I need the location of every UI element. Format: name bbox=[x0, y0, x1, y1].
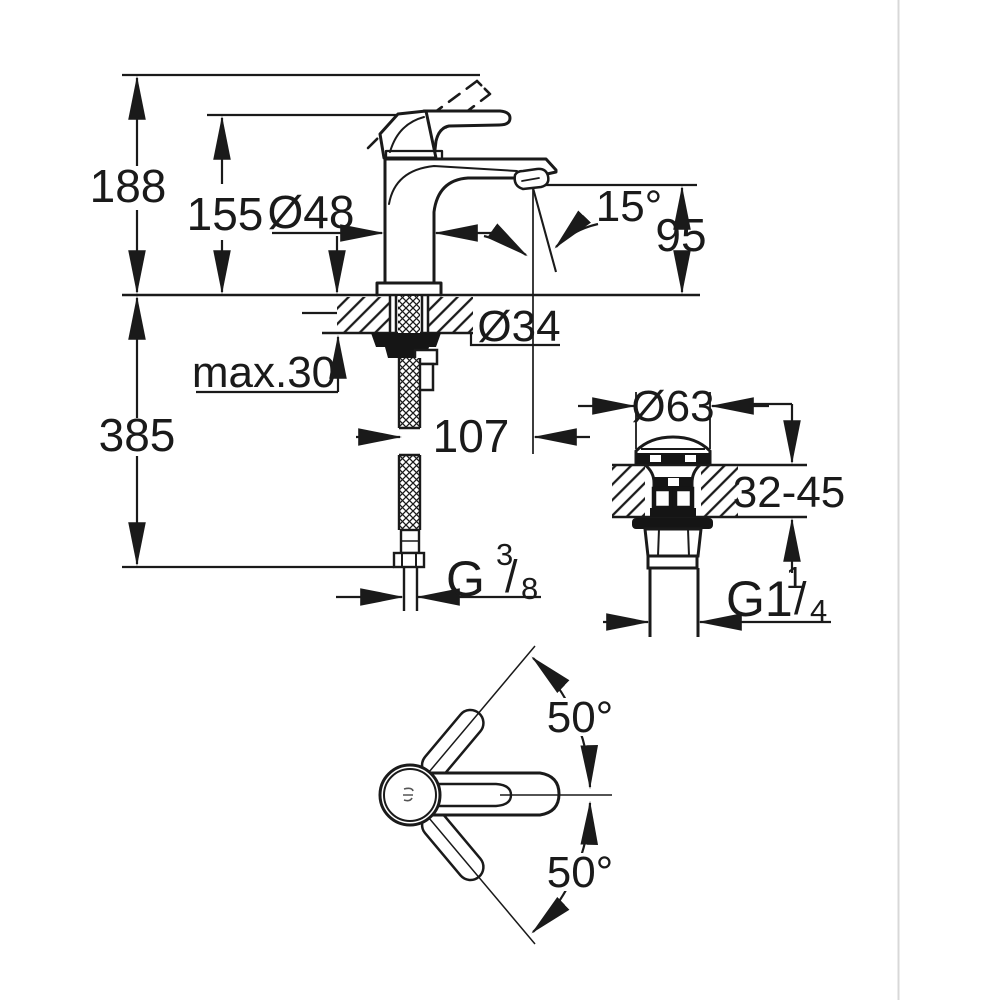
hose-pipe-end bbox=[402, 567, 419, 611]
waste-collar bbox=[646, 554, 699, 570]
counter-section-faucet bbox=[322, 295, 473, 392]
waste-thread-letter: G1 bbox=[726, 571, 793, 627]
waste-thread-slash: / bbox=[794, 573, 807, 624]
waste-extension-lines bbox=[635, 392, 711, 449]
supply-thread-label: G 3 / 8 bbox=[446, 537, 538, 607]
side-view-extension-lines bbox=[122, 73, 700, 569]
supply-thread-slash: / bbox=[505, 551, 518, 602]
supply-thread-numerator: 3 bbox=[496, 537, 513, 572]
mounting-nut bbox=[371, 333, 441, 347]
waste-washer bbox=[632, 518, 713, 529]
handle-pivot-inner bbox=[383, 768, 437, 822]
aerator-inner-line bbox=[521, 177, 540, 182]
dim-swing-upper-label: 50° bbox=[547, 693, 614, 742]
dim-shank-diameter-label: Ø34 bbox=[477, 302, 560, 351]
handle-top-view bbox=[378, 645, 614, 945]
dim-basin-range-label: 32-45 bbox=[733, 468, 846, 517]
dim-handle-height-label: 155 bbox=[187, 188, 264, 240]
hose-nut bbox=[392, 551, 426, 569]
swing-centerlines bbox=[428, 645, 536, 945]
spout-underside bbox=[432, 176, 521, 284]
dim-spout-height-label: 95 bbox=[655, 209, 706, 261]
dim-supply-length-label: 385 bbox=[99, 409, 176, 461]
handle-lever-top bbox=[422, 771, 561, 817]
dim-aerator-angle-label: 15° bbox=[596, 182, 663, 231]
supply-thread-letter: G bbox=[446, 551, 485, 607]
waste-thread-numerator: 1 bbox=[786, 560, 803, 595]
waste-hex-nut bbox=[643, 527, 703, 558]
supply-thread-denominator: 8 bbox=[521, 571, 538, 606]
waste-thread-denominator: 4 bbox=[810, 593, 827, 628]
counter-hatch-left bbox=[337, 297, 390, 332]
basin-hatch-right bbox=[701, 466, 738, 516]
handle-lever bbox=[422, 109, 512, 160]
dim-swing-lower-label: 50° bbox=[547, 848, 614, 897]
waste-window-right bbox=[672, 486, 695, 511]
dim-overall-height-label: 188 bbox=[90, 160, 167, 212]
waste-tailpipe bbox=[648, 568, 700, 637]
dim-waste-flange-label: Ø63 bbox=[631, 382, 714, 431]
waste-thread-label: G1 1 / 4 bbox=[726, 560, 827, 628]
brand-mark bbox=[403, 787, 414, 802]
aerator-angle-lines bbox=[531, 187, 558, 454]
outlet-15deg-line bbox=[531, 187, 558, 273]
dim-body-diameter-label: Ø48 bbox=[268, 186, 355, 238]
dim-spout-projection-label: 107 bbox=[433, 410, 510, 462]
label-mask-upper bbox=[546, 698, 614, 736]
counter-hatch-right bbox=[428, 297, 473, 332]
dim-max-deck-label: max.30 bbox=[192, 348, 336, 397]
dimension-lines bbox=[128, 75, 691, 567]
label-mask-waste bbox=[640, 391, 706, 423]
label-mask-lower bbox=[546, 853, 614, 891]
supply-hose bbox=[392, 358, 426, 611]
base-plate bbox=[375, 281, 443, 297]
waste-valve-view bbox=[578, 392, 831, 637]
waste-window-left bbox=[651, 486, 674, 511]
handle-boss-contour bbox=[389, 116, 425, 153]
basin-deck-lines bbox=[612, 463, 807, 519]
faucet-side-view bbox=[366, 79, 558, 297]
basin-hatch-left bbox=[612, 466, 645, 516]
spout-contour-line bbox=[388, 165, 518, 205]
body-spout-top bbox=[383, 157, 558, 284]
cartridge-ring bbox=[384, 149, 444, 160]
